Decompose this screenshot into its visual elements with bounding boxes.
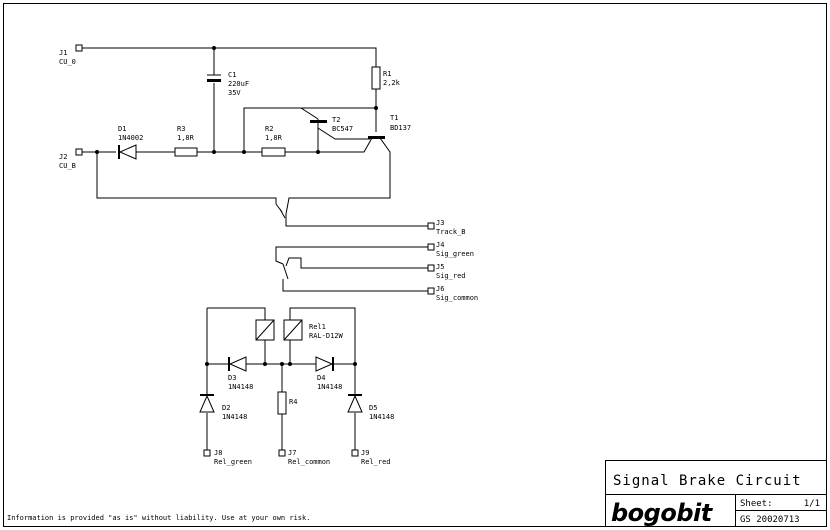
j3-name: Track_B [436, 228, 466, 236]
j1-name: CU_0 [59, 58, 76, 66]
resistor-r3: R3 1,8R [174, 125, 198, 157]
t1-ref: T1 [390, 114, 398, 122]
j5-ref: J5 [436, 263, 444, 271]
connector-j7: J7 Rel_common [278, 449, 330, 466]
j9-ref: J9 [361, 449, 369, 457]
diode-d3: D3 1N4148 [228, 356, 253, 391]
j7-name: Rel_common [288, 458, 330, 466]
r1-value: 2,2k [383, 79, 401, 87]
disclaimer-text: Information is provided "as is" without … [7, 514, 310, 522]
d3-value: 1N4148 [228, 383, 253, 391]
resistor-r1: R1 2,2k [371, 66, 401, 90]
junction-dots-top [95, 46, 378, 154]
wires-top [82, 47, 428, 227]
diode-d2: D2 1N4148 [199, 394, 247, 421]
connector-j9: J9 Rel_red [351, 449, 391, 466]
j4-name: Sig_green [436, 250, 474, 258]
d2-value: 1N4148 [222, 413, 247, 421]
diode-d4: D4 1N4148 [315, 356, 342, 391]
relay-rel1: Rel1 RAL-D12W [255, 319, 344, 341]
d5-ref: D5 [369, 404, 377, 412]
rel1-ref: Rel1 [309, 323, 326, 331]
r3-value: 1,8R [177, 134, 195, 142]
r2-value: 1,8R [265, 134, 283, 142]
t2-ref: T2 [332, 116, 340, 124]
d5-value: 1N4148 [369, 413, 394, 421]
j5-name: Sig_red [436, 272, 466, 280]
rel1-value: RAL-D12W [309, 332, 344, 340]
j2-ref: J2 [59, 153, 67, 161]
r3-ref: R3 [177, 125, 185, 133]
title-block: Signal Brake Circuit bogobit Sheet: 1/1 … [605, 460, 827, 527]
connector-j4: J4 Sig_green [427, 241, 474, 258]
t1-value: BD137 [390, 124, 411, 132]
capacitor-c1: C1 220uF 35V [207, 71, 249, 97]
wires-signal [275, 246, 428, 292]
brand-logo: bogobit [611, 499, 714, 527]
diode-d5: D5 1N4148 [347, 394, 394, 421]
j6-ref: J6 [436, 285, 444, 293]
d2-ref: D2 [222, 404, 230, 412]
transistor-t1: T1 BD137 [368, 114, 411, 139]
relay-contact-track [275, 203, 286, 219]
j4-ref: J4 [436, 241, 444, 249]
sheet-label: Sheet: [740, 499, 773, 509]
r1-ref: R1 [383, 70, 391, 78]
connector-j2: J2 CU_B [59, 148, 83, 170]
connector-j1: J1 CU_0 [59, 44, 83, 66]
r4-ref: R4 [289, 398, 297, 406]
j8-name: Rel_green [214, 458, 252, 466]
c1-ref: C1 [228, 71, 236, 79]
resistor-r4: R4 [277, 391, 297, 415]
revision-info: GS 20020713 [740, 515, 800, 525]
j8-ref: J8 [214, 449, 222, 457]
drawing-title: Signal Brake Circuit [613, 473, 802, 489]
j9-name: Rel_red [361, 458, 391, 466]
c1-rating: 35V [228, 89, 241, 97]
j7-ref: J7 [288, 449, 296, 457]
d3-ref: D3 [228, 374, 236, 382]
j1-ref: J1 [59, 49, 67, 57]
d4-ref: D4 [317, 374, 325, 382]
junction-dots-relay [205, 362, 357, 366]
d1-value: 1N4002 [118, 134, 143, 142]
c1-value: 220uF [228, 80, 249, 88]
j6-name: Sig_common [436, 294, 478, 302]
sheet-border [3, 3, 827, 527]
j2-name: CU_B [59, 162, 76, 170]
d1-ref: D1 [118, 125, 126, 133]
connector-j5: J5 Sig_red [427, 263, 466, 280]
r2-ref: R2 [265, 125, 273, 133]
connector-j6: J6 Sig_common [427, 285, 478, 302]
diode-d1: D1 1N4002 [118, 125, 143, 160]
transistor-t2: T2 BC547 [310, 116, 353, 133]
resistor-r2: R2 1,8R [261, 125, 286, 157]
j3-ref: J3 [436, 219, 444, 227]
d4-value: 1N4148 [317, 383, 342, 391]
connector-j8: J8 Rel_green [203, 449, 252, 466]
sheet-value: 1/1 [804, 499, 820, 509]
t2-value: BC547 [332, 125, 353, 133]
connector-j3: J3 Track_B [427, 219, 466, 236]
